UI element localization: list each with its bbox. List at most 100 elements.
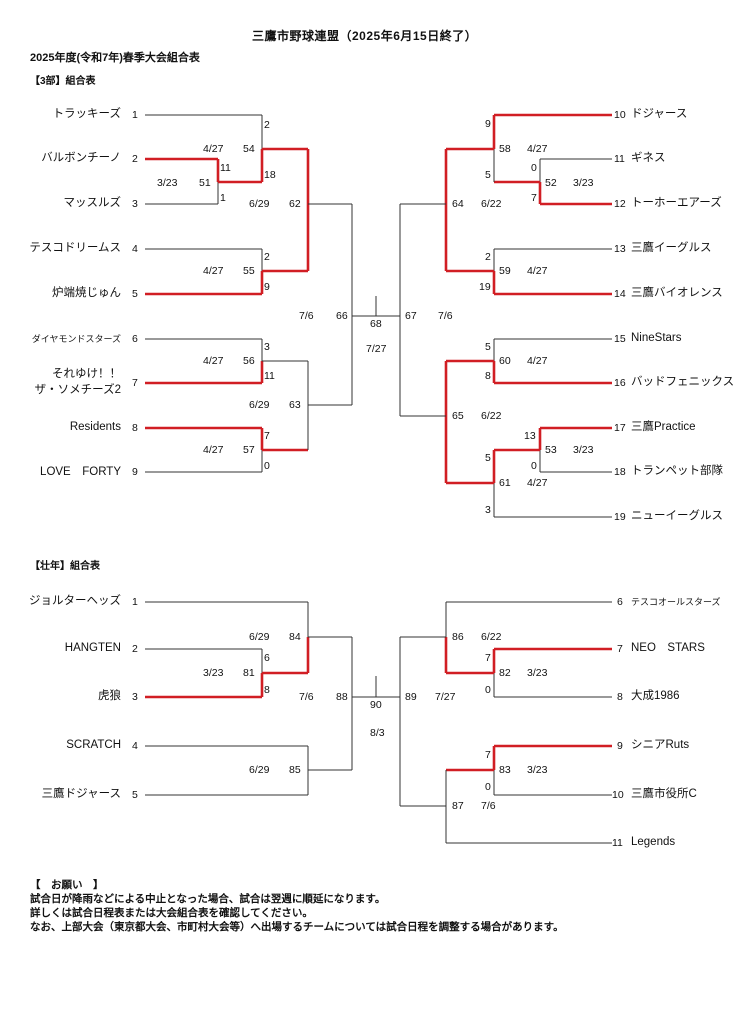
game-number: 64	[452, 198, 464, 210]
game-date: 6/22	[481, 410, 502, 422]
game-date: 6/29	[249, 764, 270, 776]
game-number: 67	[405, 310, 417, 322]
game-date: 6/29	[249, 631, 270, 643]
team-seed: 19	[614, 511, 626, 523]
team-seed: 13	[614, 243, 626, 255]
team-name: マッスルズ	[63, 197, 122, 209]
team-seed: 2	[132, 153, 138, 165]
team-seed: 6	[617, 596, 623, 608]
team-seed: 18	[614, 466, 626, 478]
team-name: 三鷹ドジャース	[41, 788, 121, 800]
game-date: 7/27	[366, 343, 387, 355]
team-name: LOVE FORTY	[40, 466, 121, 478]
game-number: 88	[336, 691, 348, 703]
game-number: 52	[545, 177, 557, 189]
team-seed: 9	[617, 740, 623, 752]
game-number: 53	[545, 444, 557, 456]
team-seed: 3	[132, 691, 138, 703]
game-number: 63	[289, 399, 301, 411]
game-number: 81	[243, 667, 255, 679]
game-date: 7/6	[438, 310, 453, 322]
game-number: 59	[499, 265, 511, 277]
team-name: 虎狼	[98, 690, 121, 702]
game-score: 0	[264, 460, 270, 472]
game-date: 4/27	[203, 444, 224, 456]
team-name: トラッキーズ	[52, 108, 121, 120]
game-number: 62	[289, 198, 301, 210]
team-name: ニューイーグルス	[631, 510, 723, 522]
team-name: ギネス	[631, 152, 666, 164]
team-seed: 17	[614, 422, 626, 434]
game-date: 6/22	[481, 198, 502, 210]
team-name: HANGTEN	[64, 642, 121, 654]
game-number: 84	[289, 631, 301, 643]
game-date: 4/27	[527, 355, 548, 367]
game-score: 2	[264, 119, 270, 131]
game-date: 6/22	[481, 631, 502, 643]
game-score: 3	[485, 504, 491, 516]
game-score: 3	[264, 341, 270, 353]
team-seed: 11	[614, 153, 625, 165]
team-seed: 4	[132, 243, 138, 255]
game-number: 51	[199, 177, 211, 189]
game-score: 19	[479, 281, 491, 293]
team-name: Legends	[631, 836, 676, 848]
game-score: 7	[531, 192, 537, 204]
game-date: 4/27	[527, 265, 548, 277]
game-score: 13	[524, 430, 536, 442]
game-score: 11	[264, 370, 275, 382]
game-date: 6/29	[249, 399, 270, 411]
game-score: 2	[485, 251, 491, 263]
game-number: 85	[289, 764, 301, 776]
team-seed: 16	[614, 377, 626, 389]
game-date: 3/23	[527, 764, 548, 776]
team-seed: 9	[132, 466, 138, 478]
team-seed: 5	[132, 288, 138, 300]
team-name: Residents	[69, 421, 121, 433]
game-date: 3/23	[527, 667, 548, 679]
team-seed: 1	[132, 109, 138, 121]
team-name: トランペット部隊	[631, 465, 723, 477]
game-score: 0	[485, 781, 491, 793]
team-seed: 1	[132, 596, 138, 608]
game-score: 6	[264, 652, 270, 664]
game-number: 89	[405, 691, 417, 703]
team-name: 三鷹Practice	[631, 421, 696, 433]
senior-heading: 【壮年】組合表	[30, 561, 100, 572]
game-date: 7/6	[299, 310, 314, 322]
team-name: 炉端焼じゅん	[52, 287, 121, 299]
game-number: 86	[452, 631, 464, 643]
game-number: 54	[243, 143, 255, 155]
game-score: 0	[531, 162, 537, 174]
game-number: 58	[499, 143, 511, 155]
team-seed: 7	[132, 377, 138, 389]
game-date: 3/23	[573, 177, 594, 189]
game-number: 65	[452, 410, 464, 422]
team-seed: 5	[132, 789, 138, 801]
game-number: 90	[370, 699, 382, 711]
game-score: 1	[220, 192, 226, 204]
team-name: ドジャース	[631, 108, 688, 120]
team-name: 大成1986	[631, 690, 680, 702]
team-name: バッドフェニックス	[631, 376, 735, 388]
team-name: トーホーエアーズ	[631, 197, 722, 209]
team-name: ジョルターヘッズ	[29, 595, 121, 607]
game-number: 60	[499, 355, 511, 367]
page-title: 三鷹市野球連盟（2025年6月15日終了）	[252, 29, 478, 43]
game-date: 8/3	[370, 727, 385, 739]
team-name: テスコドリームス	[29, 242, 121, 254]
game-score: 7	[485, 652, 491, 664]
team-seed: 6	[132, 333, 138, 345]
game-date: 4/27	[527, 143, 548, 155]
team-name: シニアRuts	[631, 739, 690, 751]
game-score: 9	[485, 118, 491, 130]
game-score: 5	[485, 341, 491, 353]
notes-line: 試合日が降雨などによる中止となった場合、試合は翌週に順延になります。	[30, 893, 386, 905]
team-seed: 8	[132, 422, 138, 434]
team-name: テスコオールスターズ	[631, 597, 721, 607]
team-name: NineStars	[631, 332, 682, 344]
game-score: 5	[485, 169, 491, 181]
team-name: 三鷹イーグルス	[631, 242, 712, 254]
game-date: 3/23	[573, 444, 594, 456]
